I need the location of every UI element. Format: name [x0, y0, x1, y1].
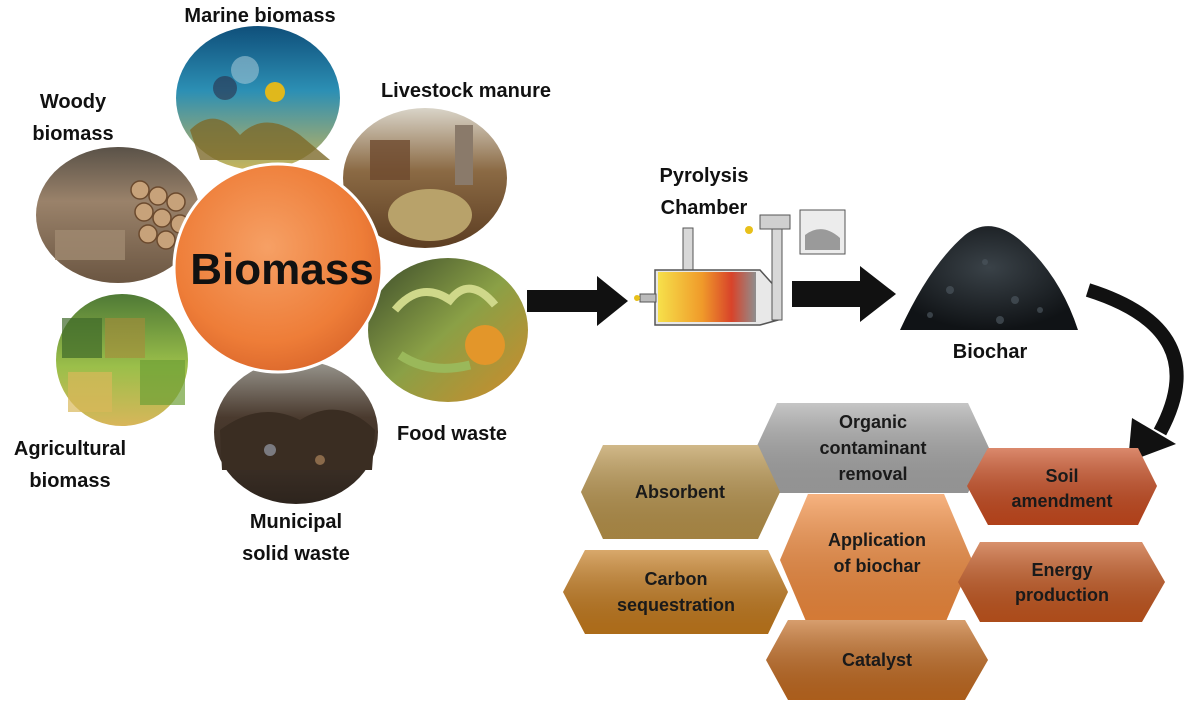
- pyrolysis-chamber-label-line1: Pyrolysis: [660, 165, 749, 187]
- food-waste-label: Food waste: [397, 423, 507, 445]
- hex-carbon-sequestration: Carbon sequestration: [563, 550, 788, 634]
- hex-organic-contaminant-removal: Organic contaminant removal: [756, 403, 989, 493]
- hex-soil-amendment: Soil amendment: [967, 448, 1157, 525]
- livestock-manure-label: Livestock manure: [381, 80, 551, 102]
- hex-absorbent: Absorbent: [581, 445, 780, 539]
- hex-energy-line2: production: [1015, 585, 1109, 605]
- food-waste-image: [368, 258, 528, 402]
- hex-application-of-biochar: Application of biochar: [780, 494, 972, 626]
- pyrolysis-chamber-diagram: [634, 209, 846, 326]
- curved-arrow-icon: [1085, 283, 1184, 462]
- marine-biomass-image: [176, 26, 340, 170]
- biomass-hub-label: Biomass: [190, 245, 373, 294]
- hex-carbon-line1: Carbon: [645, 569, 708, 589]
- hex-carbon-line2: sequestration: [617, 595, 735, 615]
- hex-center-line2: of biochar: [833, 556, 920, 576]
- agricultural-biomass-label-line2: biomass: [29, 470, 110, 492]
- right-arrow-icon: [792, 266, 896, 322]
- hex-center-line1: Application: [828, 530, 926, 550]
- marine-biomass-label: Marine biomass: [184, 5, 335, 27]
- woody-biomass-label-line1: Woody: [40, 91, 107, 113]
- hex-organic-line2: contaminant: [819, 438, 926, 458]
- biochar-label: Biochar: [953, 341, 1028, 363]
- biochar-heap-image: [900, 226, 1078, 330]
- municipal-solid-waste-label-line1: Municipal: [250, 511, 342, 533]
- municipal-solid-waste-image: [214, 360, 378, 504]
- hex-soil-line1: Soil: [1045, 466, 1078, 486]
- municipal-solid-waste-label-line2: solid waste: [242, 543, 350, 565]
- hex-catalyst-line1: Catalyst: [842, 650, 912, 670]
- agricultural-biomass-image: [56, 294, 188, 426]
- biomass-hub: Biomass: [172, 162, 384, 374]
- hex-organic-line3: removal: [838, 464, 907, 484]
- hex-soil-line2: amendment: [1011, 491, 1112, 511]
- hex-organic-line1: Organic: [839, 412, 907, 432]
- woody-biomass-image: [36, 147, 200, 283]
- livestock-manure-image: [343, 108, 507, 248]
- pyrolysis-chamber-label-line2: Chamber: [661, 197, 748, 219]
- agricultural-biomass-label-line1: Agricultural: [14, 438, 126, 460]
- hex-energy-production: Energy production: [958, 542, 1165, 622]
- woody-biomass-label-line2: biomass: [32, 123, 113, 145]
- hex-absorbent-line1: Absorbent: [635, 482, 725, 502]
- right-arrow-icon: [527, 276, 628, 326]
- hex-catalyst: Catalyst: [766, 620, 988, 700]
- hex-energy-line1: Energy: [1031, 560, 1092, 580]
